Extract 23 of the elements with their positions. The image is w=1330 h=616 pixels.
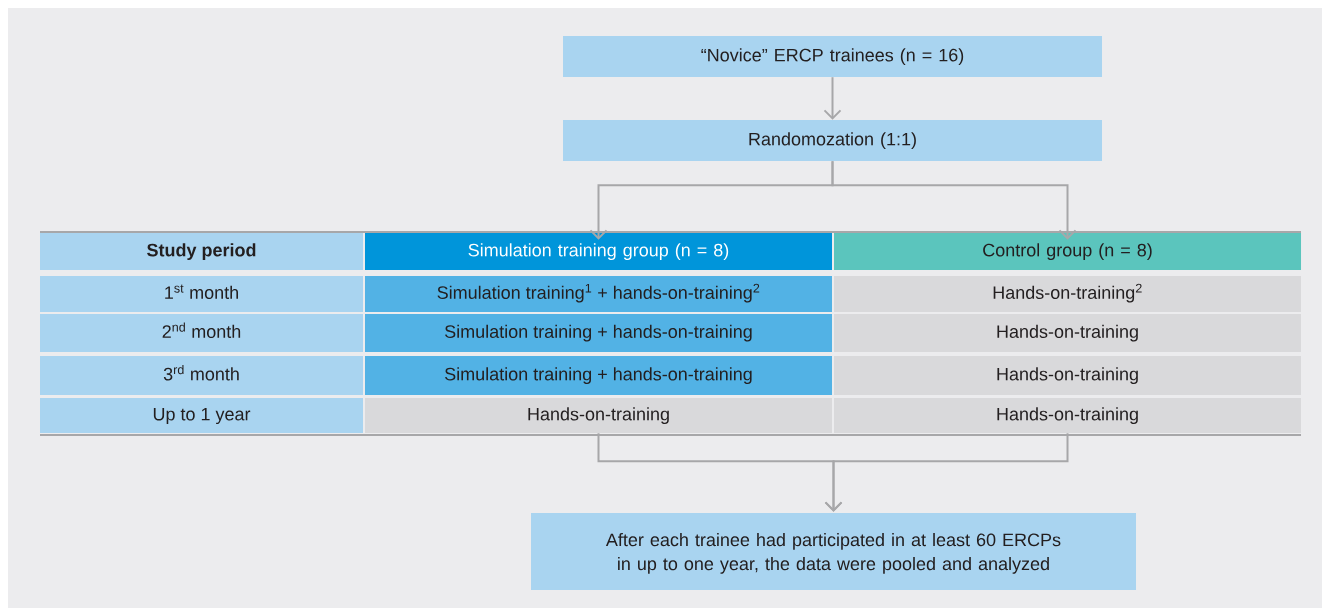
arrow [823, 76, 842, 120]
table-cell: Up to 1 year [40, 398, 363, 433]
table-cell: Hands-on-training [365, 398, 832, 433]
process-box: Randomozation (1:1) [563, 120, 1102, 161]
process-box: “Novice” ERCP trainees (n = 16) [563, 36, 1102, 77]
node-label: Hands-on-training [997, 407, 1138, 425]
table-cell: 2$^{nd}$ month [40, 314, 363, 352]
table-cell: Hands-on-training [834, 356, 1301, 395]
table-cell: Hands-on-training$^{2}$ [834, 276, 1301, 312]
table-cell: Simulation training + hands-on-training [365, 314, 832, 352]
table-cell: Simulation training$^{1}$ + hands-on-training$^{2}$ [365, 276, 832, 312]
table-cell: 1$^{st}$ month [40, 276, 363, 312]
table-header-cell: Study period [40, 233, 363, 270]
node-label: Hands-on-training [528, 407, 669, 425]
table-cell: Hands-on-training [834, 314, 1301, 352]
arrow [831, 160, 1077, 240]
table-header-cell: Control group (n = 8) [834, 233, 1301, 270]
table-cell: 3$^{rd}$ month [40, 356, 363, 395]
table-cell: Simulation training + hands-on-training [365, 356, 832, 395]
table-header-cell: Simulation training group (n = 8) [365, 233, 832, 270]
process-box: After each trainee had participated in at least 60 ERCPs in up to one year, the data were pooled and analyzed [531, 513, 1136, 590]
arrow [824, 432, 1069, 512]
table-cell: Hands-on-training [834, 398, 1301, 433]
